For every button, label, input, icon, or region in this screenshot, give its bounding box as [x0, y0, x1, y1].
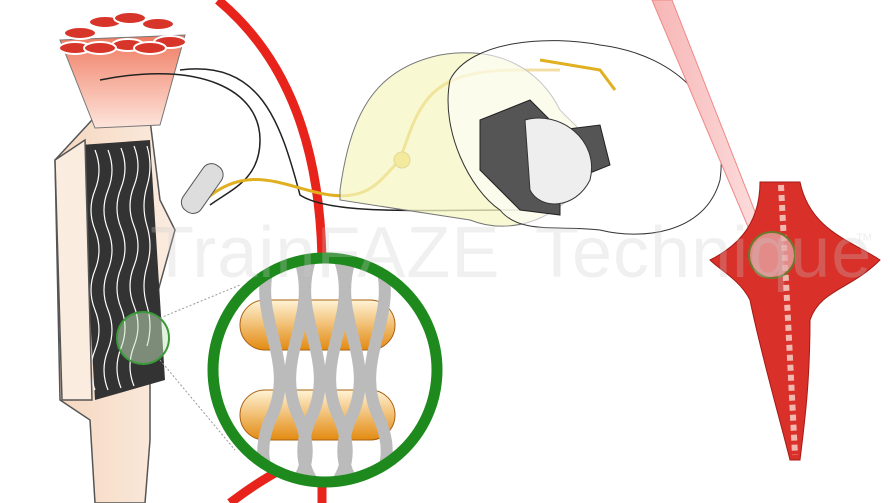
central-gray [524, 117, 592, 205]
magnified-spot [116, 311, 170, 365]
needle-target [748, 231, 796, 279]
muscle-fascicle-tops [58, 11, 187, 55]
magnified-fibers [239, 258, 396, 482]
magnifier-ring [207, 252, 443, 488]
central-tendon [778, 184, 798, 456]
spindle-capsule [180, 163, 224, 214]
sheath-edge [54, 138, 93, 401]
artery [215, 0, 327, 503]
muscle-bundle [59, 34, 186, 129]
